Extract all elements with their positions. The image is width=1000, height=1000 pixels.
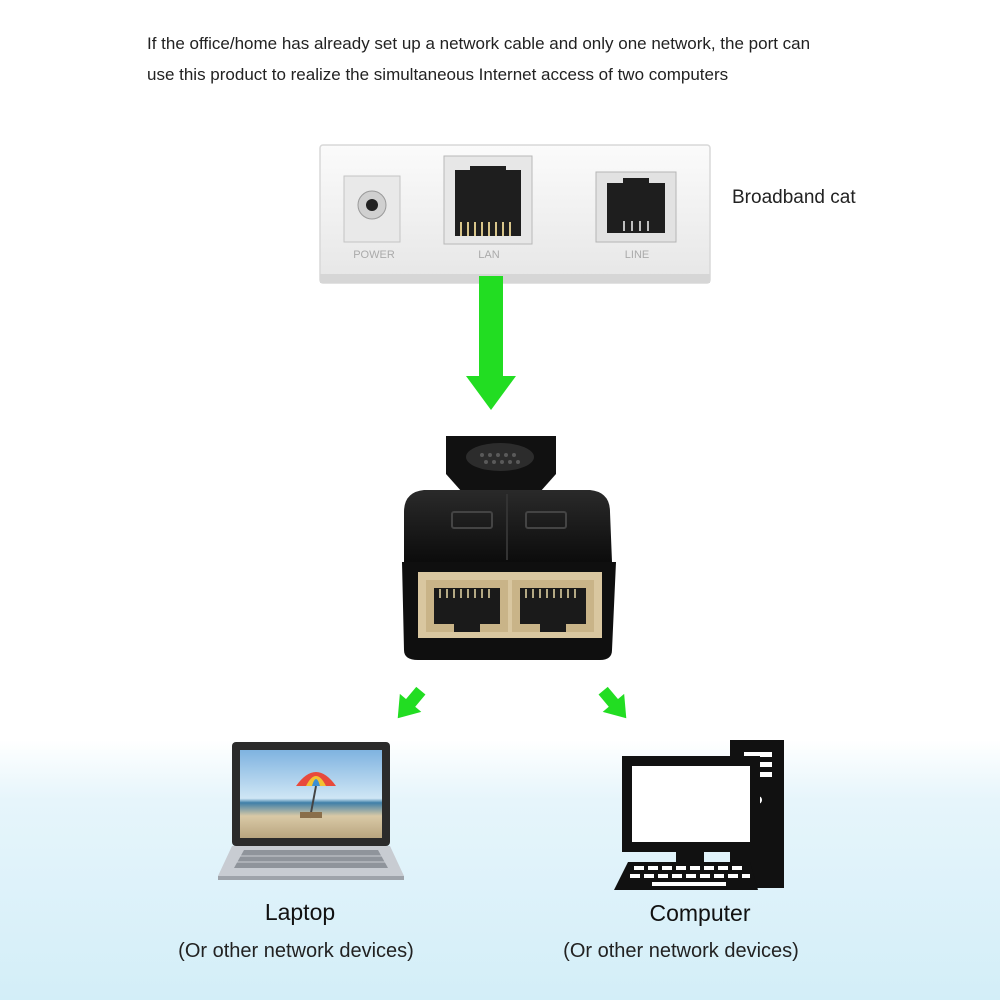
splitter-jack-right <box>512 580 594 632</box>
computer-note: (Or other network devices) <box>563 940 799 962</box>
laptop-icon <box>218 742 404 880</box>
port-label-line: LINE <box>625 249 649 261</box>
rj45-splitter <box>402 436 616 660</box>
arrow-down-right <box>598 686 627 719</box>
intro-text: If the office/home has already set up a … <box>147 28 907 90</box>
laptop-label: Laptop <box>264 899 336 925</box>
intro-line-1: If the office/home has already set up a … <box>147 34 811 53</box>
line-port <box>595 171 677 243</box>
port-label-lan: LAN <box>478 249 499 261</box>
computer-label: Computer <box>649 900 751 926</box>
modem-device: POWER LAN LINE <box>319 144 711 284</box>
port-label-power: POWER <box>353 249 395 261</box>
splitter-jack-left <box>426 580 508 632</box>
laptop-note: (Or other network devices) <box>178 940 414 962</box>
arrow-down-main <box>466 276 516 410</box>
intro-line-2: use this product to realize the simultan… <box>147 65 729 84</box>
lan-port <box>443 155 533 245</box>
arrow-down-left <box>397 686 426 719</box>
modem-label: Broadband cat <box>732 187 856 208</box>
desktop-computer-icon <box>614 740 784 890</box>
power-port <box>343 175 401 243</box>
